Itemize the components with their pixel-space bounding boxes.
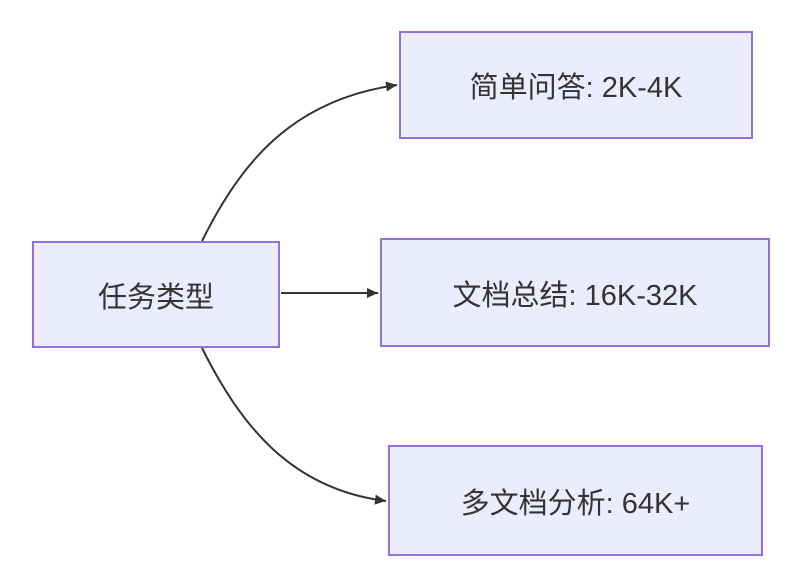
node-doc-summary: 文档总结: 16K-32K (380, 238, 770, 347)
node-simple-qa-label: 简单问答: 2K-4K (469, 72, 683, 104)
edge-root-to-qa (201, 81, 398, 242)
node-task-type-label: 任务类型 (97, 281, 214, 314)
node-doc-summary-label: 文档总结: 16K-32K (452, 279, 698, 312)
node-multidoc-analysis: 多文档分析: 64K+ (388, 445, 763, 556)
edge-root-to-multidoc (201, 347, 387, 505)
node-task-type: 任务类型 (32, 241, 280, 348)
node-multidoc-analysis-label: 多文档分析: 64K+ (460, 487, 691, 520)
node-simple-qa: 简单问答: 2K-4K (399, 31, 753, 139)
